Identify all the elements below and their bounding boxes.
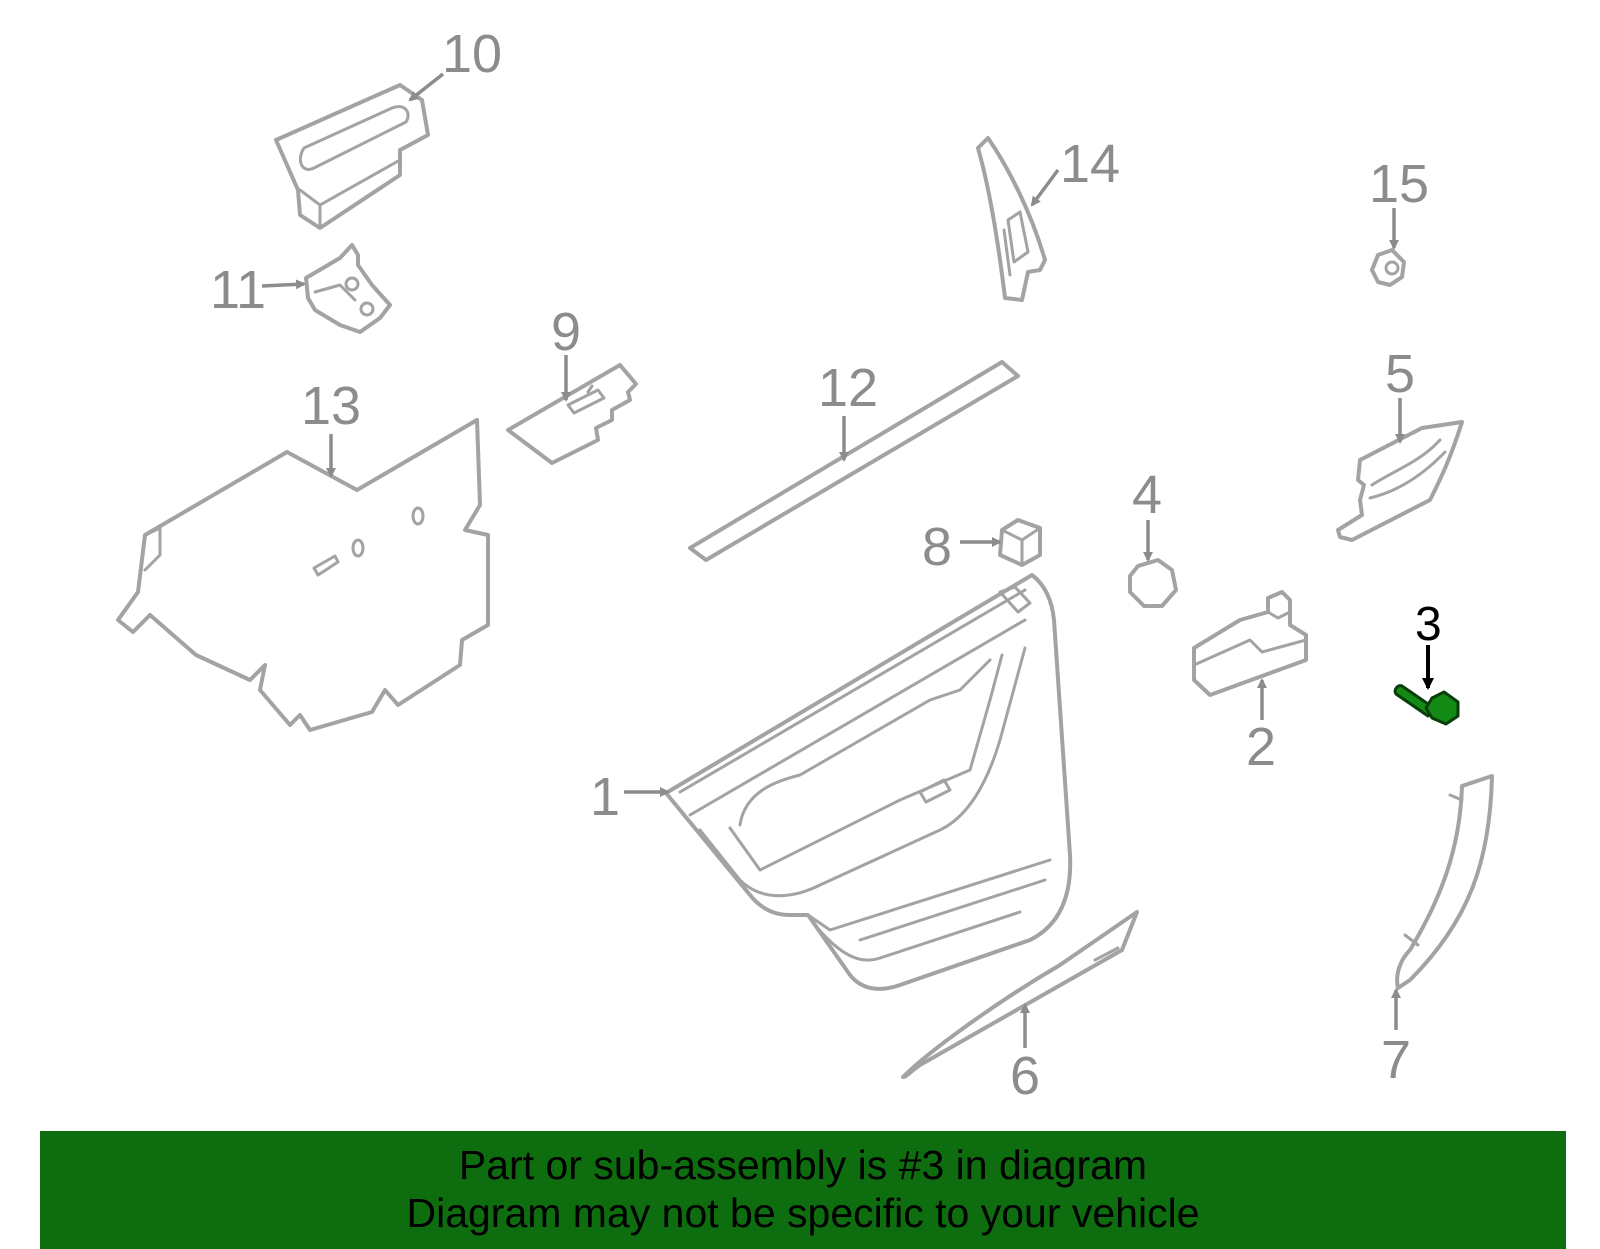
callout-11: 11 bbox=[210, 260, 306, 320]
callout-15: 15 bbox=[1369, 154, 1429, 250]
svg-text:8: 8 bbox=[922, 517, 952, 577]
svg-text:12: 12 bbox=[818, 358, 878, 418]
banner-line-disclaimer: Diagram may not be specific to your vehi… bbox=[406, 1190, 1200, 1236]
part-3-bolt bbox=[1393, 684, 1460, 726]
svg-text:5: 5 bbox=[1385, 344, 1415, 404]
callout-9: 9 bbox=[551, 302, 581, 402]
part-10-handle-bezel bbox=[274, 83, 430, 230]
banner-line-part: Part or sub-assembly is #3 in diagram bbox=[458, 1142, 1148, 1188]
svg-text:1: 1 bbox=[590, 767, 620, 827]
callout-5: 5 bbox=[1385, 344, 1415, 444]
callout-8: 8 bbox=[922, 517, 1002, 577]
svg-text:3: 3 bbox=[1415, 598, 1442, 651]
svg-text:6: 6 bbox=[1010, 1046, 1040, 1106]
part-15-nut bbox=[1370, 248, 1406, 287]
part-8-clip bbox=[998, 518, 1042, 567]
callout-14: 14 bbox=[1030, 134, 1120, 207]
part-2-bracket bbox=[1192, 590, 1308, 697]
info-banner: Part or sub-assembly is #3 in diagram Di… bbox=[40, 1131, 1566, 1249]
svg-text:15: 15 bbox=[1369, 154, 1429, 214]
callout-10: 10 bbox=[408, 24, 502, 102]
part-9-switch-bezel bbox=[506, 363, 638, 465]
part-11-bracket bbox=[304, 243, 392, 334]
svg-text:13: 13 bbox=[301, 376, 361, 436]
svg-text:14: 14 bbox=[1060, 134, 1120, 194]
part-12-weatherstrip bbox=[688, 360, 1020, 562]
part-6-lower-trim bbox=[901, 910, 1139, 1080]
part-13-panel bbox=[116, 418, 490, 732]
callout-13: 13 bbox=[301, 376, 361, 478]
part-7-vertical-trim bbox=[1395, 774, 1494, 990]
part-14-trim bbox=[976, 136, 1047, 302]
svg-text:2: 2 bbox=[1246, 717, 1276, 777]
callout-2: 2 bbox=[1246, 678, 1276, 777]
callout-6: 6 bbox=[1010, 1003, 1040, 1106]
svg-text:11: 11 bbox=[210, 260, 266, 320]
svg-text:9: 9 bbox=[551, 302, 581, 362]
part-1-door-panel bbox=[664, 573, 1073, 991]
part-5-inner-handle bbox=[1336, 420, 1464, 542]
callout-12: 12 bbox=[818, 358, 878, 462]
callout-3: 3 bbox=[1415, 598, 1442, 690]
callout-7: 7 bbox=[1381, 988, 1411, 1090]
callout-4: 4 bbox=[1132, 465, 1162, 562]
svg-text:10: 10 bbox=[442, 24, 502, 84]
callout-1: 1 bbox=[590, 767, 670, 827]
parts-diagram: 10 11 9 13 12 14 15 5 8 4 3 2 bbox=[116, 24, 1494, 1106]
part-4-plug bbox=[1128, 558, 1178, 608]
svg-text:4: 4 bbox=[1132, 465, 1162, 525]
svg-text:7: 7 bbox=[1381, 1030, 1411, 1090]
